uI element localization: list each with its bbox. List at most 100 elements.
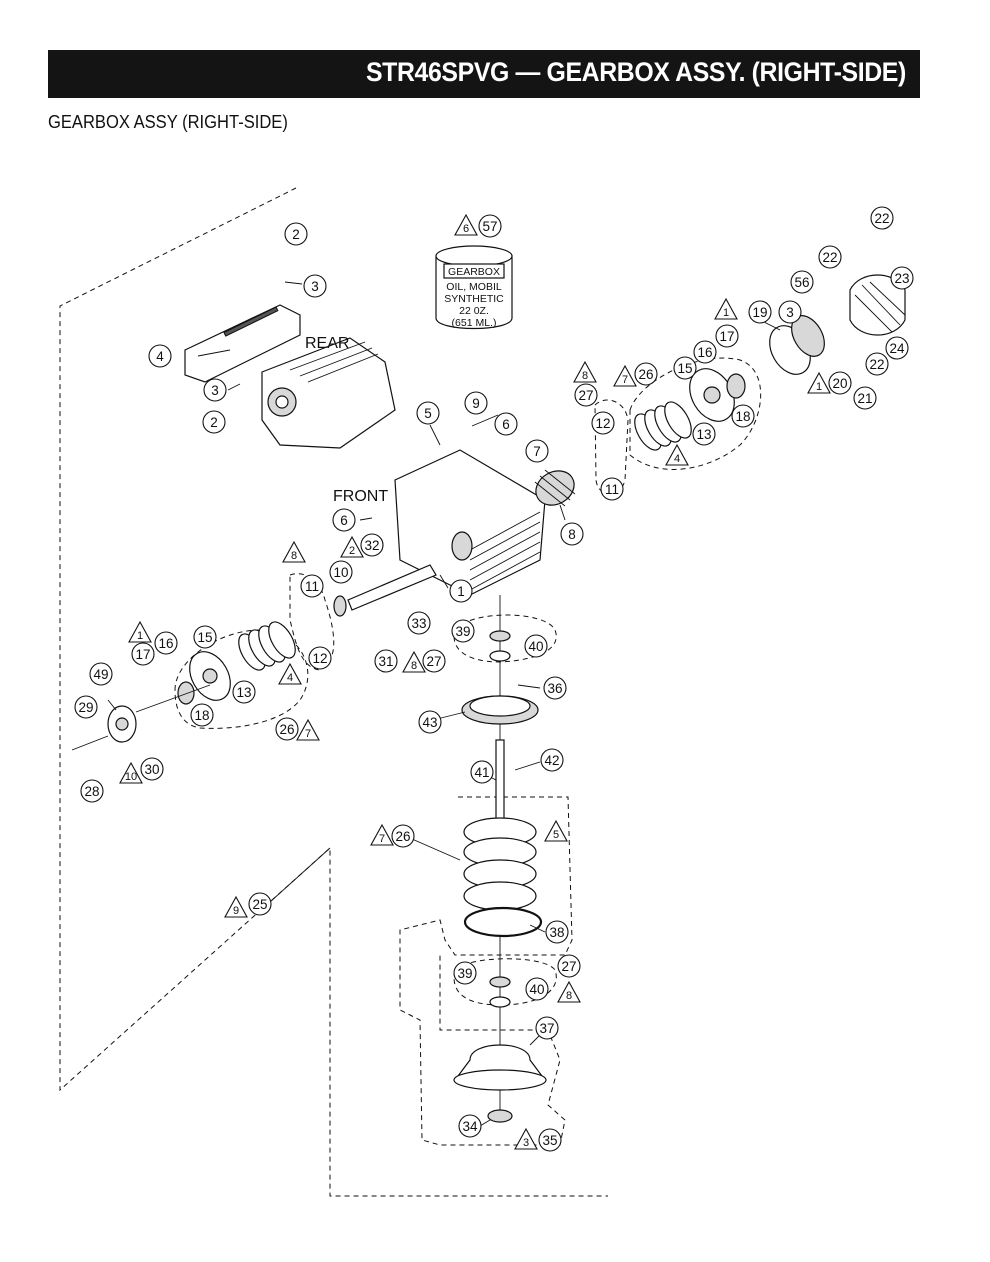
oil-can-line5: (651 ML.) — [452, 317, 497, 329]
note-triangle-t1b: 1 — [807, 371, 831, 394]
seal-40-top — [489, 650, 511, 662]
callout-number: 22 — [874, 211, 889, 226]
note-triangle-number: 8 — [291, 550, 297, 562]
callout-number: 1 — [457, 584, 465, 599]
callout-number: 49 — [93, 667, 108, 682]
callout-circle — [360, 533, 384, 557]
note-triangle-shape — [224, 895, 248, 918]
callout-c4a: 4 — [148, 344, 172, 368]
callout-c57: 57 — [478, 214, 502, 238]
callout-number: 21 — [857, 391, 872, 406]
note-triangle-number: 8 — [582, 370, 588, 382]
callout-circle — [193, 625, 217, 649]
main-gearbox-bore — [451, 531, 473, 561]
group-outline-26-bottom — [399, 796, 573, 1146]
callout-number: 26 — [279, 722, 294, 737]
note-triangle-shape — [514, 1127, 538, 1150]
callout-circle — [148, 344, 172, 368]
callout-circle — [329, 560, 353, 584]
shaft-1 — [347, 564, 437, 611]
callout-circle — [422, 649, 446, 673]
callout-number: 30 — [144, 762, 159, 777]
callout-c16b: 16 — [154, 631, 178, 655]
note-triangle-number: 8 — [566, 990, 572, 1002]
callout-circle — [574, 383, 598, 407]
callout-c30: 30 — [140, 757, 164, 781]
main-gearbox-housing — [394, 449, 546, 596]
callout-number: 13 — [236, 685, 251, 700]
note-triangle-shape — [282, 540, 306, 563]
callout-circle — [74, 695, 98, 719]
callout-number: 24 — [889, 341, 905, 356]
callout-circle — [885, 336, 909, 360]
callout-circle — [232, 680, 256, 704]
diagram-subtitle: GEARBOX ASSY (RIGHT-SIDE) — [48, 112, 288, 132]
note-triangle-t1c: 1 — [128, 620, 152, 643]
callout-number: 13 — [696, 427, 711, 442]
callout-number: 31 — [378, 654, 393, 669]
callout-circle — [545, 920, 569, 944]
note-triangle-t2: 2 — [340, 535, 364, 558]
note-triangle-t4a: 4 — [665, 443, 689, 466]
note-triangle-shape — [370, 823, 394, 846]
callout-number: 26 — [638, 367, 653, 382]
callout-c39b: 39 — [453, 961, 477, 985]
callout-number: 43 — [422, 715, 437, 730]
callout-number: 40 — [528, 639, 543, 654]
label-rear: REAR — [305, 335, 349, 352]
bearing-18-top — [726, 373, 746, 399]
callout-c5: 5 — [416, 401, 440, 425]
note-triangle-shape — [714, 297, 738, 320]
callout-circle — [692, 422, 716, 446]
callout-number: 39 — [455, 624, 470, 639]
note-triangle-t8b: 8 — [282, 540, 306, 563]
callout-c10: 10 — [329, 560, 353, 584]
note-triangle-number: 5 — [553, 829, 559, 841]
callout-circle — [190, 703, 214, 727]
callout-circle — [778, 300, 802, 324]
callout-number: 16 — [158, 636, 173, 651]
callout-number: 18 — [735, 409, 750, 424]
callout-c37: 37 — [535, 1016, 559, 1040]
callout-circle — [464, 391, 488, 415]
callout-number: 28 — [84, 784, 99, 799]
callout-circle — [140, 757, 164, 781]
callout-number: 6 — [340, 513, 348, 528]
callout-number: 22 — [869, 357, 884, 372]
callout-circle — [451, 619, 475, 643]
callout-c20: 20 — [828, 371, 852, 395]
callout-c13b: 13 — [232, 680, 256, 704]
note-triangle-shape — [665, 443, 689, 466]
callout-c43: 43 — [418, 710, 442, 734]
note-triangle-number: 1 — [723, 307, 729, 319]
callout-circle — [870, 206, 894, 230]
callout-circle — [300, 574, 324, 598]
callout-number: 20 — [832, 376, 847, 391]
note-triangle-t10: 10 — [119, 761, 143, 784]
group-outline-27-top — [594, 399, 629, 495]
callout-circle — [600, 477, 624, 501]
callout-c23: 23 — [890, 266, 914, 290]
note-triangle-shape — [340, 535, 364, 558]
callout-c18b: 18 — [190, 703, 214, 727]
note-triangle-t8a: 8 — [573, 360, 597, 383]
note-triangle-t5: 5 — [544, 819, 568, 842]
callout-number: 27 — [578, 388, 593, 403]
note-triangle-shape — [402, 650, 426, 673]
callout-c18a: 18 — [731, 404, 755, 428]
callout-circle — [865, 352, 889, 376]
note-triangle-shape — [119, 761, 143, 784]
callout-c13a: 13 — [692, 422, 716, 446]
callout-number: 6 — [502, 417, 510, 432]
callout-c19: 19 — [748, 300, 772, 324]
callout-circle — [524, 634, 548, 658]
label-front: FRONT — [333, 488, 388, 505]
note-triangle-number: 4 — [287, 672, 293, 684]
callout-circle — [374, 649, 398, 673]
note-triangle-number: 1 — [816, 381, 822, 393]
callout-c56: 56 — [790, 270, 814, 294]
callout-c6b: 6 — [332, 508, 356, 532]
oil-can: GEARBOX OIL, MOBIL SYNTHETIC 22 0Z. (651… — [435, 245, 513, 330]
group-outline-8-left — [289, 573, 335, 671]
